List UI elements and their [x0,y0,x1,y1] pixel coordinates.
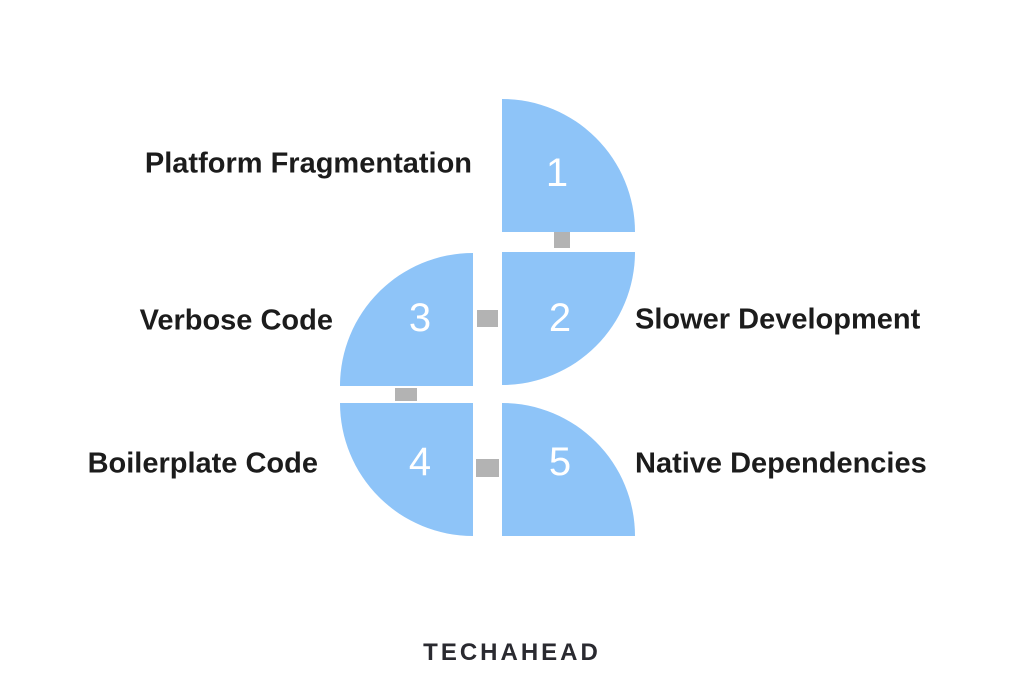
segment-5-number: 5 [548,440,572,484]
segment-2-label: Slower Development [635,303,921,336]
segment-4-label: Boilerplate Code [87,447,318,480]
segment-1-shape [502,99,635,232]
segment-4-shape [340,403,473,536]
segment-2-number: 2 [548,296,572,340]
connector-1-2 [554,232,570,248]
segment-3-label: Verbose Code [139,304,333,337]
connector-3-2 [477,310,498,327]
connector-3-4 [395,388,417,401]
segment-1-number: 1 [545,151,569,195]
connector-4-5 [476,459,499,477]
segment-1-label: Platform Fragmentation [144,147,472,180]
segment-3-number: 3 [408,296,432,340]
segment-5-label: Native Dependencies [635,447,927,480]
segment-4-number: 4 [408,440,432,484]
segment-3-shape [340,253,473,386]
brand-logo: TECHAHEAD [423,639,601,666]
